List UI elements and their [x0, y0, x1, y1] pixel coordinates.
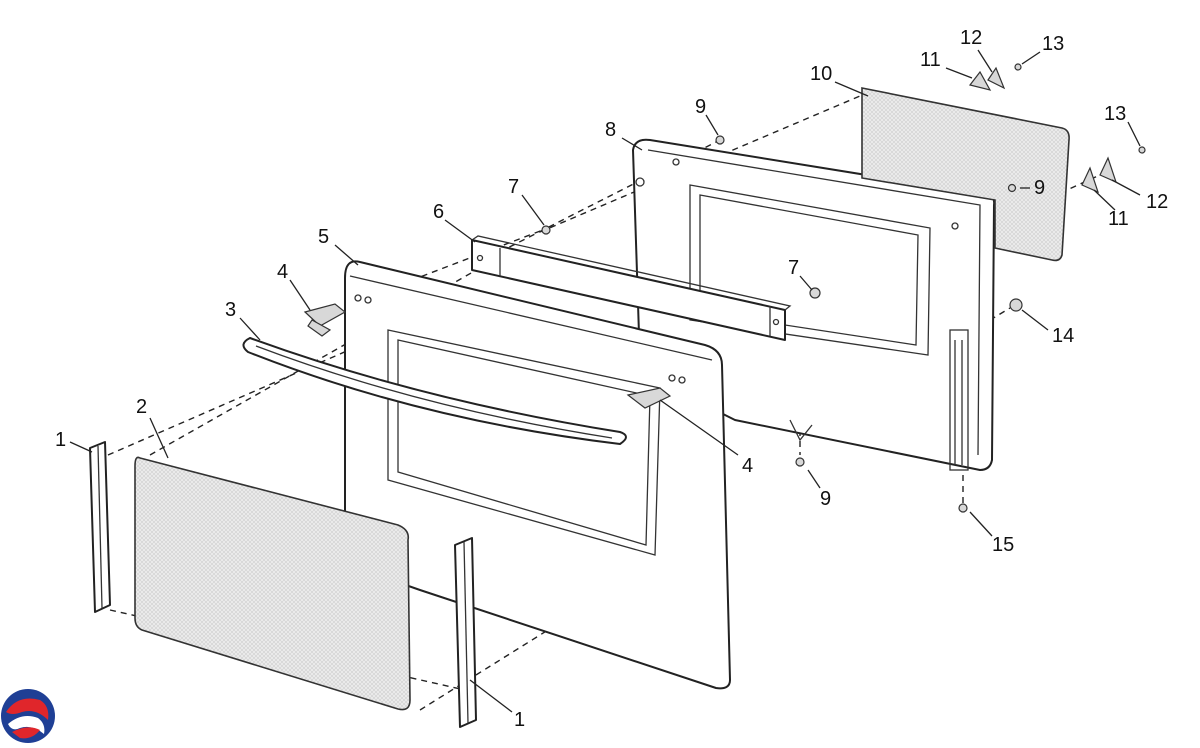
clip-11-right [1081, 166, 1099, 194]
callout-7-mid: 7 [788, 257, 799, 279]
hardware [541, 63, 1146, 513]
callout-1-left: 1 [55, 429, 66, 451]
clip-11-top [968, 70, 992, 91]
callout-8: 8 [605, 119, 616, 141]
outer-glass-panel [134, 456, 411, 711]
screw-13-right [1138, 146, 1146, 154]
callout-7-top: 7 [508, 176, 519, 198]
screw-7-top [541, 225, 551, 235]
callout-9-top: 9 [695, 96, 706, 118]
callout-3: 3 [225, 299, 236, 321]
outer-door-panel [344, 260, 731, 690]
callout-4-right: 4 [742, 455, 753, 477]
callout-9-bottom: 9 [820, 488, 831, 510]
door-handle [242, 337, 627, 445]
callout-11-top: 11 [920, 49, 941, 71]
leader-lines [69, 49, 1141, 713]
callout-15: 15 [992, 534, 1014, 556]
callout-9-right: 9 [1034, 177, 1045, 199]
inner-glass-panel [861, 87, 1070, 262]
callout-12-top: 12 [960, 27, 982, 49]
screw-7-mid [809, 287, 821, 299]
handle-support-right [626, 387, 672, 409]
callout-5: 5 [318, 226, 329, 248]
screw-9-bottom [795, 457, 805, 467]
callout-4-left: 4 [277, 261, 288, 283]
callout-10: 10 [810, 63, 832, 85]
screw-9-top [715, 135, 725, 145]
callout-13-right: 13 [1104, 103, 1126, 125]
clip-12-top [987, 66, 1006, 90]
swirl-logo-icon [1, 689, 55, 743]
screw-13-top [1014, 63, 1022, 71]
callout-13-top: 13 [1042, 33, 1064, 55]
callout-12-right: 12 [1146, 191, 1168, 213]
callout-6: 6 [433, 201, 444, 223]
callout-14: 14 [1052, 325, 1074, 347]
callout-labels: 1 2 3 4 5 6 7 8 9 10 11 12 13 9 13 12 11… [55, 27, 1168, 731]
handle-support-left [303, 303, 347, 337]
side-trim-left [89, 441, 111, 613]
callout-2: 2 [136, 396, 147, 418]
bolt-14 [1009, 298, 1023, 312]
callout-1-right: 1 [514, 709, 525, 731]
screw-9-right [1007, 183, 1017, 193]
side-trim-right [454, 537, 477, 728]
top-bracket [471, 235, 792, 341]
callout-11-right: 11 [1108, 208, 1129, 230]
screw-15 [958, 503, 968, 513]
clip-12-right [1099, 156, 1117, 184]
